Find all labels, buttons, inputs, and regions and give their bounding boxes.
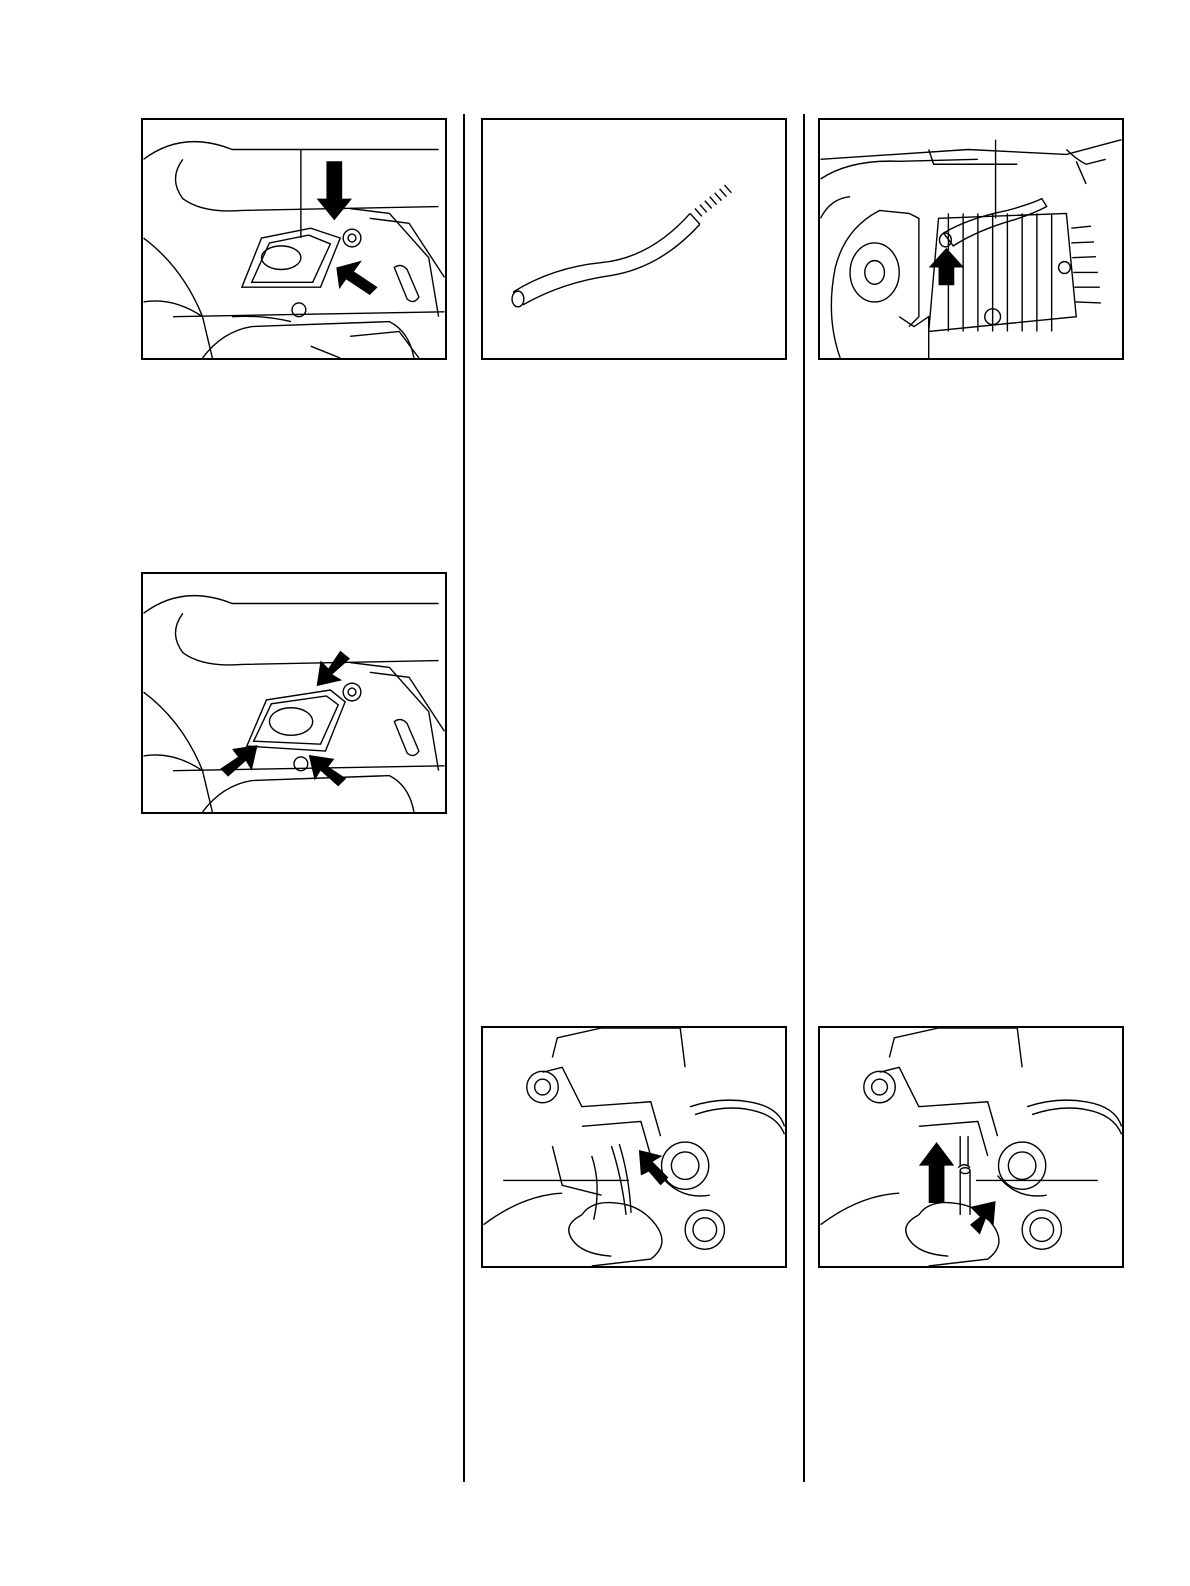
arrow-up-left-icon [309,755,346,786]
filter-cover-install-illustration [143,574,445,812]
filter-cover-illustration [143,120,445,358]
figure-carburettor-hose-disconnect [818,1026,1124,1268]
arrow-down-icon [317,161,352,220]
figure-crankcase-hose [818,118,1124,360]
arrow-up-icon [970,1201,996,1234]
arrow-up-right-icon [220,745,257,776]
carburettor-hose-connect-illustration [483,1028,785,1266]
column-divider-left [463,114,465,1482]
arrow-up-left-icon [336,261,377,295]
arrow-up-icon [929,248,964,285]
arrow-up-icon [919,1142,954,1203]
figure-filter-cover-removal [141,118,447,360]
figure-filter-cover-install [141,572,447,814]
carburettor-hose-disconnect-illustration [820,1028,1122,1266]
figure-tube-with-spring [481,118,787,360]
column-divider-right [803,114,805,1482]
tube-spring-illustration [483,120,785,358]
crankcase-hose-illustration [820,120,1122,358]
arrow-down-left-icon [317,651,350,686]
figure-carburettor-hose-connect [481,1026,787,1268]
